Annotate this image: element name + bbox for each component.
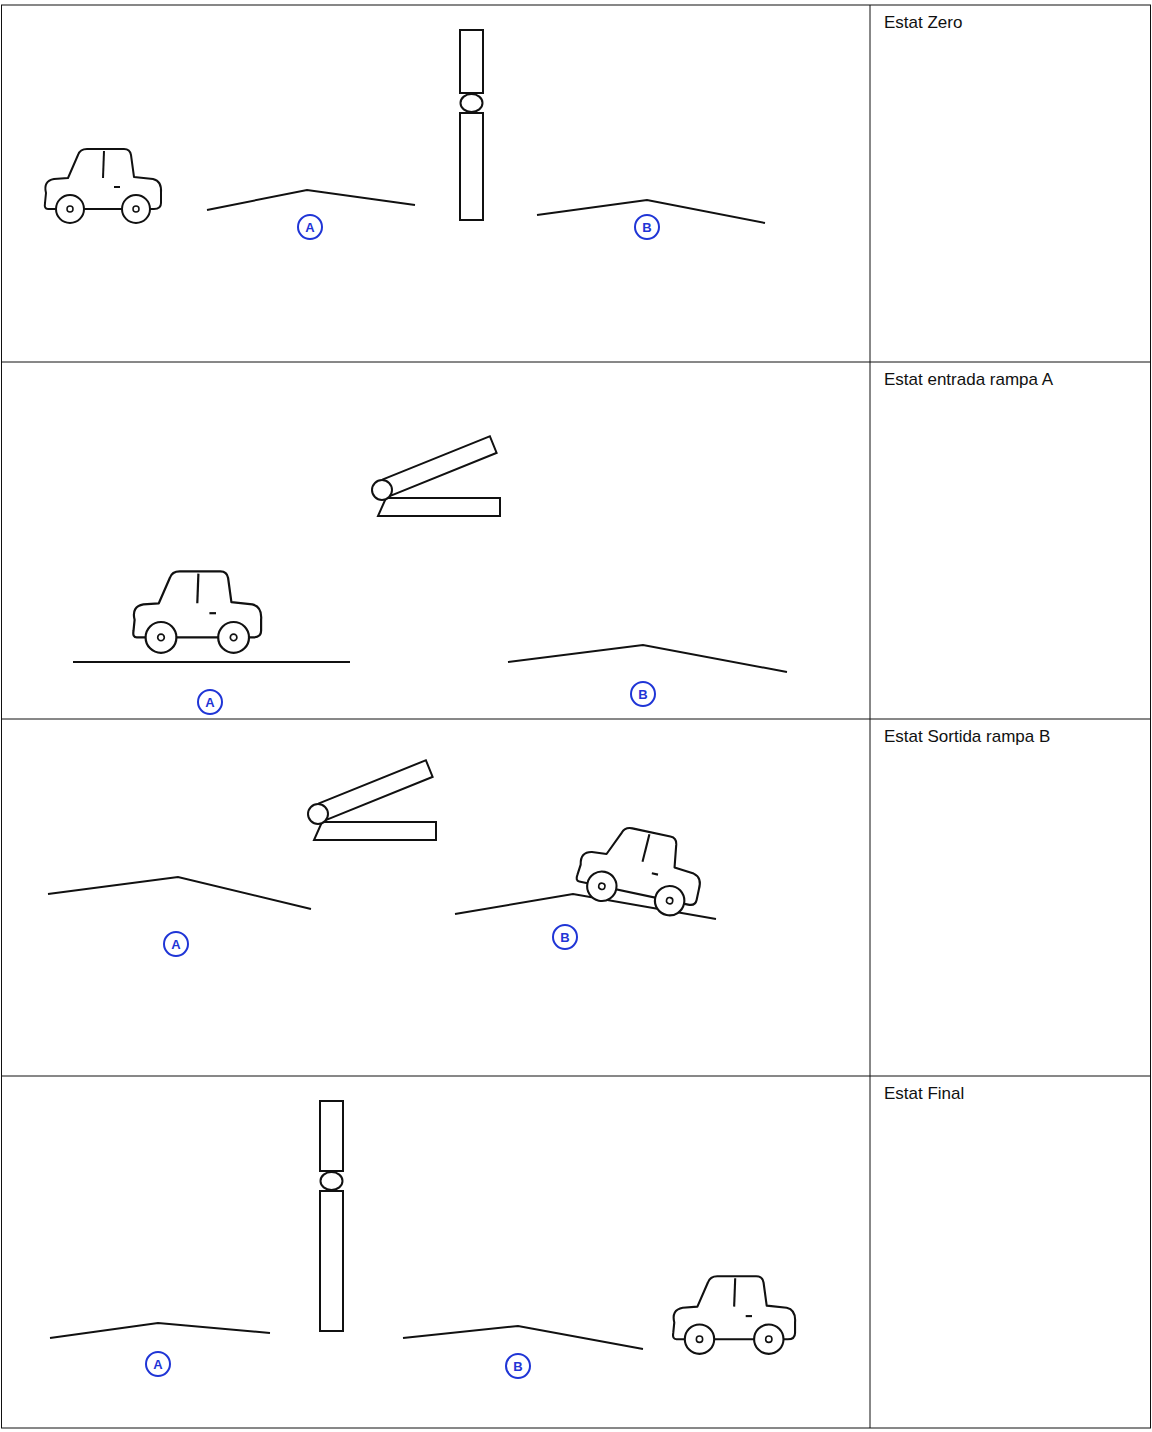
car bbox=[573, 819, 709, 920]
car-wheel bbox=[218, 622, 249, 653]
node-letter: A bbox=[153, 1358, 162, 1371]
circled-letter: A bbox=[197, 689, 223, 715]
barrier-open bbox=[308, 760, 436, 840]
barrier-base bbox=[378, 498, 500, 516]
car-hub bbox=[67, 206, 73, 212]
barrier-arm-group bbox=[319, 760, 432, 820]
car-door-handle bbox=[746, 1315, 752, 1317]
row-divider bbox=[2, 1076, 1151, 1077]
ramp-a bbox=[50, 1323, 270, 1338]
barrier-arm bbox=[383, 436, 496, 496]
circled-letter: B bbox=[630, 681, 656, 707]
car bbox=[673, 1276, 795, 1354]
car-window-line bbox=[643, 834, 650, 862]
car-body bbox=[576, 819, 709, 906]
state-name: Estat Zero bbox=[884, 11, 1134, 35]
car-wheel bbox=[754, 1325, 783, 1354]
car-wheel bbox=[122, 195, 150, 223]
car-window-line bbox=[197, 574, 198, 604]
node-letter: B bbox=[560, 931, 569, 944]
car-hub bbox=[158, 634, 165, 641]
car-hub bbox=[598, 883, 605, 890]
barrier-closed bbox=[320, 1101, 343, 1331]
car bbox=[45, 149, 161, 223]
car-wheel bbox=[146, 622, 177, 653]
car-wheel bbox=[56, 195, 84, 223]
barrier-pivot bbox=[308, 804, 328, 824]
barrier-arm-group bbox=[383, 436, 496, 496]
row-divider bbox=[2, 362, 1151, 363]
barrier-post bbox=[460, 113, 483, 220]
state-name: Estat Final bbox=[884, 1082, 1134, 1106]
car-wheel bbox=[584, 869, 619, 904]
barrier-arm bbox=[460, 30, 483, 93]
barrier-pivot bbox=[321, 1172, 343, 1190]
barrier-base bbox=[314, 822, 436, 840]
car-hub bbox=[766, 1336, 772, 1342]
barrier-open bbox=[372, 436, 500, 516]
ramp-b bbox=[403, 1326, 643, 1349]
node-letter: A bbox=[171, 938, 180, 951]
ramp-a-flat bbox=[73, 661, 350, 663]
circled-letter: A bbox=[163, 931, 189, 957]
car-hub bbox=[133, 206, 139, 212]
car-hub bbox=[230, 634, 237, 641]
car-door-handle bbox=[114, 186, 120, 188]
node-letter: B bbox=[642, 221, 651, 234]
barrier-pivot bbox=[461, 94, 483, 112]
table-grid bbox=[2, 5, 1151, 1428]
node-letter: A bbox=[305, 221, 314, 234]
car-window-line bbox=[734, 1278, 735, 1306]
node-letter: A bbox=[205, 696, 214, 709]
circled-letter: B bbox=[505, 1353, 531, 1379]
ramp-b bbox=[508, 645, 787, 672]
ramp-a bbox=[207, 190, 415, 210]
ramp-a bbox=[48, 877, 311, 909]
car-door-handle bbox=[209, 612, 216, 614]
circled-letter: A bbox=[145, 1351, 171, 1377]
car bbox=[133, 571, 261, 652]
car-hub bbox=[696, 1336, 702, 1342]
circled-letter: B bbox=[552, 924, 578, 950]
column-divider bbox=[870, 5, 871, 1428]
barrier-arm bbox=[319, 760, 432, 820]
car-wheel bbox=[652, 883, 687, 918]
state-name: Estat entrada rampa A bbox=[884, 368, 1134, 392]
car-hub bbox=[666, 897, 673, 904]
car-window-line bbox=[103, 151, 104, 178]
car-door-handle bbox=[652, 873, 658, 874]
circled-letter: A bbox=[297, 214, 323, 240]
table-border bbox=[2, 5, 1151, 1428]
barrier-post bbox=[320, 1191, 343, 1331]
barrier-pivot bbox=[372, 480, 392, 500]
state-name: Estat Sortida rampa B bbox=[884, 725, 1134, 749]
barrier-arm bbox=[320, 1101, 343, 1171]
barrier-closed bbox=[460, 30, 483, 220]
circled-letter: B bbox=[634, 214, 660, 240]
row-divider bbox=[2, 719, 1151, 720]
car-wheel bbox=[685, 1325, 714, 1354]
node-letter: B bbox=[638, 688, 647, 701]
node-letter: B bbox=[513, 1360, 522, 1373]
